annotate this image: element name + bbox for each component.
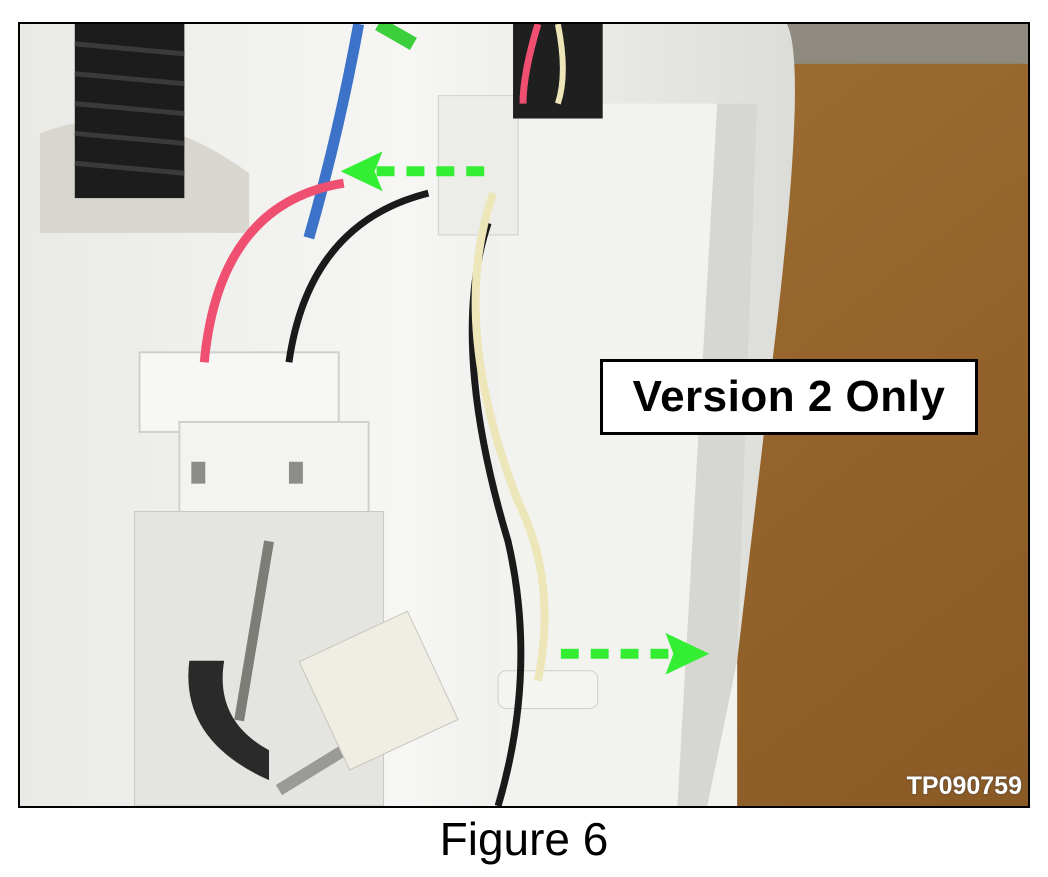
float-connector — [298, 610, 459, 771]
sender-rod — [234, 540, 274, 722]
column-shadow — [677, 103, 758, 806]
connector-pin-left — [191, 461, 206, 484]
green-arrow-lower — [560, 632, 710, 675]
top-gray-band — [776, 24, 1028, 64]
sender-arc — [188, 660, 270, 781]
wire-red — [199, 178, 345, 363]
connector-pin-right — [288, 461, 303, 484]
connector-top — [138, 351, 340, 433]
wire-green — [375, 24, 417, 50]
braided-hose-texture — [74, 41, 185, 176]
wire-cream-upper — [554, 24, 566, 105]
column-tab — [437, 95, 519, 236]
photo — [18, 22, 1030, 808]
pump-photo-illustration — [20, 24, 1028, 806]
photo-id: TP090759 — [906, 772, 1022, 800]
wire-red-upper — [519, 24, 542, 104]
green-arrow-upper — [340, 151, 485, 192]
figure-caption: Figure 6 — [439, 813, 609, 865]
version-label: Version 2 Only — [600, 359, 978, 435]
wire-blue — [303, 24, 365, 240]
side-clip — [497, 670, 599, 709]
wire-cream — [471, 191, 549, 682]
wire-black — [285, 189, 430, 363]
connector-body — [178, 420, 370, 523]
